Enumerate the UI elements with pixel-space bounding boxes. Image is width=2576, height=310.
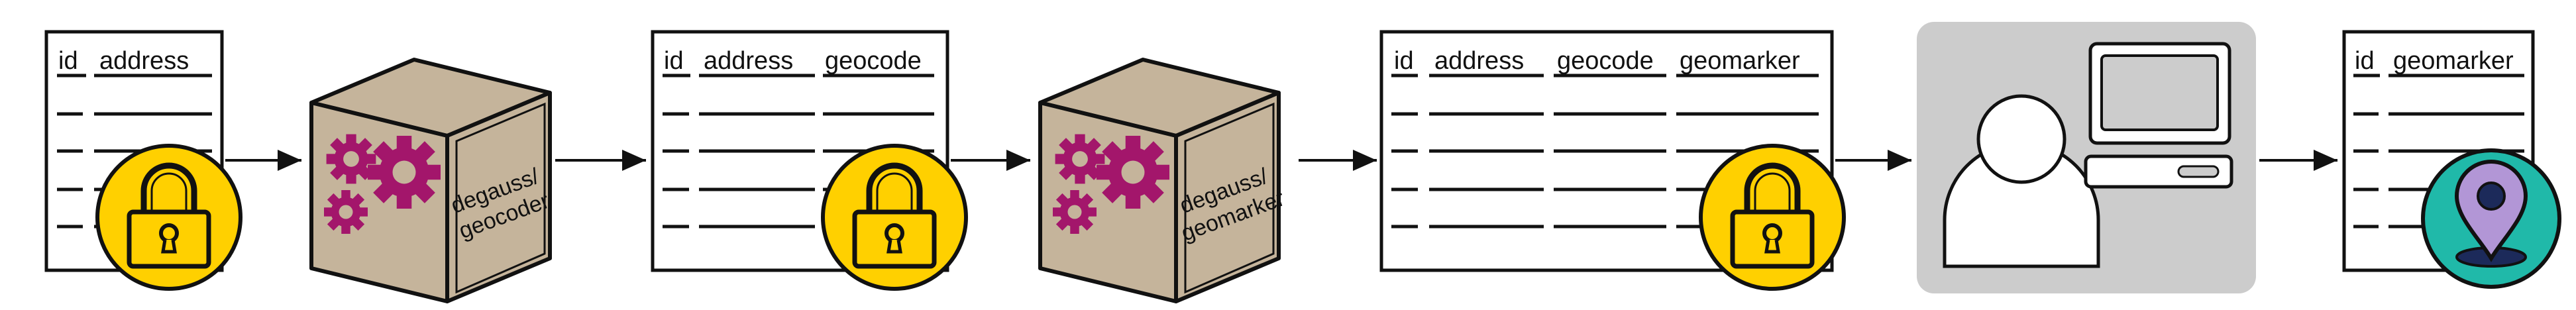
- column-header-address: address: [704, 47, 793, 75]
- column-header-id: id: [2355, 47, 2375, 75]
- docker-box-geomarker: degauss/ geomarker: [1040, 60, 1288, 301]
- location-pin-icon: [2421, 148, 2561, 289]
- table-id-address-geocode: id address geocode: [651, 30, 966, 289]
- column-header-geocode: geocode: [1557, 47, 1654, 75]
- column-header-geomarker: geomarker: [2393, 47, 2514, 75]
- computer-icon: [2084, 42, 2233, 189]
- user-icon: [1943, 94, 2100, 268]
- docker-box-geocoder: degauss/ geocoder: [311, 60, 553, 301]
- column-header-id: id: [1394, 47, 1414, 75]
- column-header-id: id: [664, 47, 684, 75]
- lock-icon: [823, 146, 966, 289]
- lock-icon: [97, 146, 241, 289]
- column-header-geomarker: geomarker: [1680, 47, 1800, 75]
- column-header-address: address: [99, 47, 189, 75]
- column-header-address: address: [1434, 47, 1524, 75]
- table-row-lines: [1391, 74, 1819, 229]
- table-id-address-geocode-geomarker: id address geocode geomarker: [1379, 30, 1844, 289]
- column-header-id: id: [58, 47, 78, 75]
- lock-icon: [1701, 146, 1844, 289]
- table-id-geomarker: id geomarker: [2342, 30, 2561, 289]
- analyst-panel: [1917, 22, 2256, 293]
- table-id-address: id address: [44, 30, 241, 289]
- column-header-geocode: geocode: [825, 47, 922, 75]
